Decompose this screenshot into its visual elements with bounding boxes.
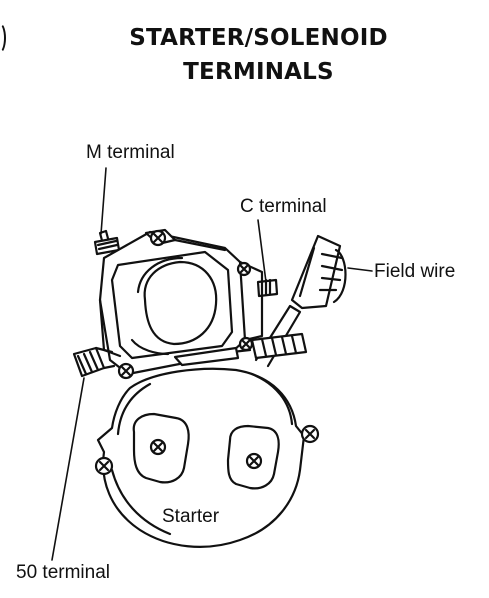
starter-screw-left xyxy=(94,456,114,476)
leader-line-c-terminal xyxy=(257,219,267,283)
solenoid-screw-top xyxy=(149,229,167,247)
starter-label: Starter xyxy=(162,506,220,527)
mounting-bolt xyxy=(250,332,308,360)
c-terminal-stud xyxy=(256,278,279,298)
field-wire-label: Field wire xyxy=(374,261,456,282)
brush-holder-right xyxy=(226,424,280,490)
page-edge-mark xyxy=(0,22,6,54)
leader-line-m-terminal xyxy=(100,167,107,235)
starter-screw-right xyxy=(300,424,320,444)
leader-line-50-terminal xyxy=(51,377,85,561)
diagram-title-line2: TERMINALS xyxy=(183,59,334,85)
50-terminal-stud xyxy=(72,346,116,378)
m-terminal-label: M terminal xyxy=(86,142,175,163)
brush-holder-left xyxy=(132,412,190,484)
solenoid-screw-lower-left xyxy=(117,362,135,380)
solenoid-body xyxy=(98,228,264,376)
leader-line-field-wire xyxy=(347,267,373,272)
diagram-title-line1: STARTER/SOLENOID xyxy=(129,25,388,51)
50-terminal-label: 50 terminal xyxy=(16,562,110,583)
solenoid-screw-right xyxy=(236,261,252,277)
c-terminal-label: C terminal xyxy=(240,196,327,217)
m-terminal-stud xyxy=(93,229,121,256)
solenoid-screw-lower-right xyxy=(238,336,254,352)
